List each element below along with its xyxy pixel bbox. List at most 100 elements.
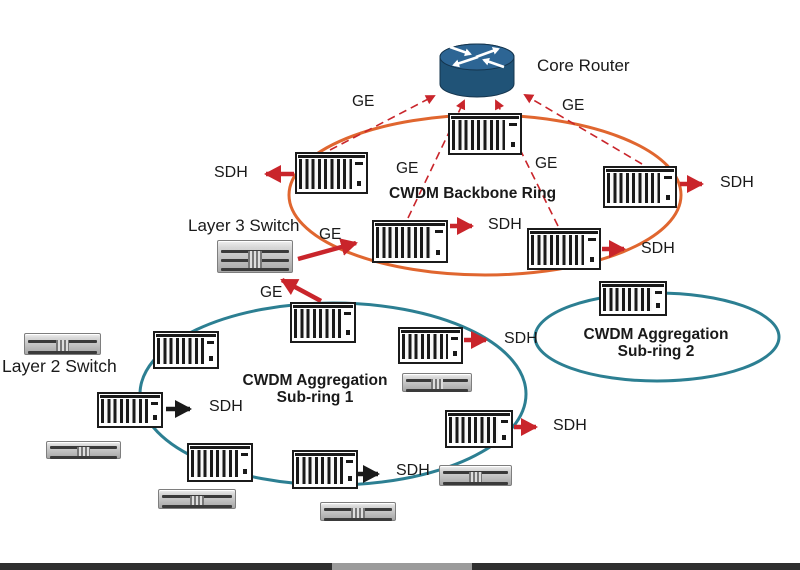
chassis-card-slots: [191, 450, 238, 477]
switch-port-row: [162, 505, 232, 509]
ge-label-subring1-link: GE: [260, 284, 283, 301]
core-router-icon: [439, 43, 515, 98]
chassis-panel-dash: [500, 420, 508, 423]
layer2-switch-device-2: [46, 441, 121, 459]
layer2-switch-device-4: [320, 502, 396, 521]
chassis-card-slots: [294, 309, 341, 338]
switch-port-row: [405, 388, 469, 392]
subring2-label-line1: CWDM Aggregation: [583, 326, 729, 343]
sdh-label-backbone-mid: SDH: [488, 216, 522, 233]
chassis-panel-dot: [510, 142, 515, 147]
subring2-label: CWDM Aggregation Sub-ring 2: [572, 326, 740, 361]
chassis-panel-dash: [434, 230, 443, 233]
chassis-panel-dot: [242, 469, 247, 474]
chassis-card-slots: [157, 338, 204, 364]
chassis-top-rail: [401, 330, 460, 333]
subring1-label-line2: Sub-ring 1: [276, 389, 354, 407]
switch-port-row: [323, 517, 393, 521]
switch-port-grid: [76, 447, 91, 456]
chassis-top-rail: [448, 413, 510, 416]
chassis-card-slots: [452, 120, 506, 150]
cwdm-chassis-subring2-top: [599, 281, 667, 316]
switch-port-grid: [248, 250, 262, 268]
chassis-panel-dash: [346, 460, 353, 463]
cwdm-chassis-subring1-top: [290, 302, 356, 343]
image-bottom-edge-middle: [332, 563, 472, 570]
chassis-panel-dash: [241, 453, 248, 456]
chassis-side-panel: [149, 399, 160, 423]
chassis-panel-dot: [345, 330, 350, 335]
chassis-top-rail: [293, 305, 353, 308]
cwdm-chassis-backbone-top: [448, 113, 522, 155]
red-arrows: [264, 165, 704, 436]
black-arrows: [166, 400, 380, 483]
layer2-switch-device-3: [158, 489, 236, 509]
ge-arrow-layer3-to-backbone: [297, 238, 358, 262]
chassis-top-rail: [451, 116, 519, 119]
chassis-panel-dash: [663, 176, 672, 179]
chassis-panel-dash: [151, 402, 158, 405]
chassis-panel-dot: [347, 476, 352, 481]
cwdm-chassis-backbone-left: [295, 152, 368, 194]
chassis-panel-dot: [452, 351, 457, 356]
layer2-switch-label: Layer 2 Switch: [2, 356, 117, 376]
cwdm-chassis-backbone-lower: [527, 228, 601, 270]
layer3-switch-device: [217, 240, 293, 273]
chassis-top-rail: [190, 446, 250, 449]
chassis-side-panel: [507, 120, 519, 150]
switch-port-row: [442, 482, 509, 486]
chassis-panel-dot: [436, 250, 441, 255]
chassis-panel-dash: [508, 123, 517, 126]
ge-uplink-right: [523, 93, 643, 165]
chassis-panel-dash: [587, 238, 596, 241]
chassis-side-panel: [344, 457, 355, 484]
backbone-ring-label: CWDM Backbone Ring: [389, 185, 557, 202]
sdh-label-backbone-left: SDH: [214, 164, 248, 181]
chassis-panel-dot: [502, 435, 507, 440]
chassis-side-panel: [239, 450, 250, 477]
chassis-panel-dash: [355, 162, 363, 165]
chassis-card-slots: [101, 399, 148, 423]
cwdm-chassis-subring1-upperleft: [153, 331, 219, 369]
ge-label-layer3-link: GE: [319, 226, 342, 243]
cwdm-chassis-subring1-upperright: [398, 327, 463, 364]
subring1-label: CWDM Aggregation Sub-ring 1: [231, 372, 399, 407]
ge-label-uplink-right: GE: [562, 97, 585, 114]
image-bottom-edge-left: [0, 563, 332, 570]
chassis-panel-dot: [356, 181, 361, 186]
chassis-card-slots: [296, 457, 343, 484]
switch-port-grid: [190, 495, 204, 506]
chassis-card-slots: [299, 159, 352, 189]
layer2-switch-device-6: [439, 465, 512, 486]
chassis-top-rail: [295, 453, 355, 456]
chassis-panel-dot: [656, 303, 661, 308]
ge-label-uplink-left: GE: [352, 93, 375, 110]
cwdm-chassis-subring1-right: [445, 410, 513, 448]
chassis-card-slots: [531, 235, 585, 265]
subring1-label-line1: CWDM Aggregation: [242, 372, 388, 389]
chassis-top-rail: [100, 395, 160, 398]
chassis-side-panel: [499, 417, 510, 443]
chassis-side-panel: [205, 338, 216, 364]
switch-port-grid: [469, 472, 482, 483]
chassis-top-rail: [602, 284, 664, 287]
switch-port-grid: [55, 340, 70, 352]
chassis-side-panel: [586, 235, 598, 265]
switch-port-grid: [351, 508, 365, 518]
chassis-panel-dash: [654, 291, 662, 294]
subring2-label-line2: Sub-ring 2: [617, 343, 695, 361]
switch-port-grid: [430, 379, 444, 389]
switch-port-row: [28, 351, 97, 355]
cwdm-chassis-backbone-right: [603, 166, 677, 208]
chassis-panel-dot: [589, 257, 594, 262]
chassis-side-panel: [653, 288, 664, 311]
sdh-label-backbone-right: SDH: [720, 174, 754, 191]
chassis-panel-dash: [451, 337, 458, 340]
layer2-switch-device-5: [402, 373, 472, 392]
ge-label-uplink-midleft: GE: [396, 160, 419, 177]
cwdm-chassis-subring1-bottom: [292, 450, 358, 489]
chassis-top-rail: [530, 231, 598, 234]
chassis-side-panel: [353, 159, 365, 189]
